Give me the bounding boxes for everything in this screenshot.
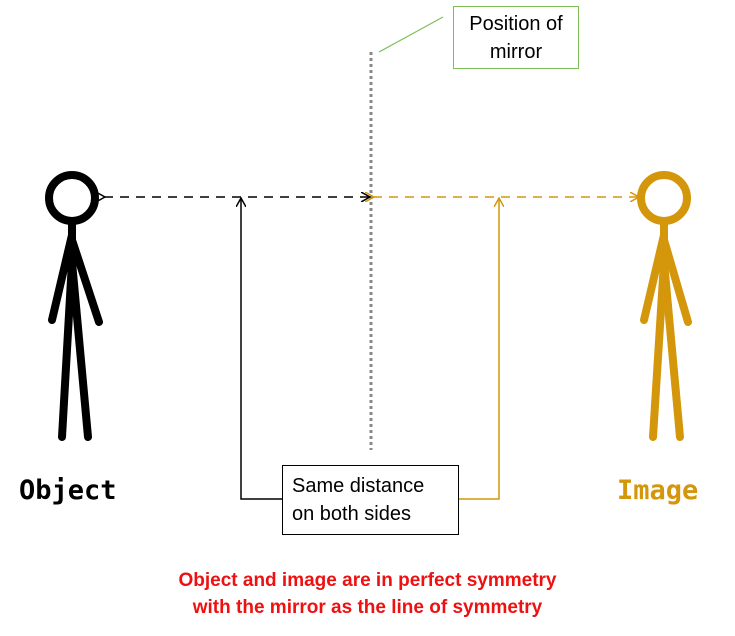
same-distance-label: Same distance on both sides <box>282 465 459 535</box>
image-label: Image <box>617 475 699 506</box>
image-figure <box>637 171 692 441</box>
mirror-position-label: Position of mirror <box>453 6 579 69</box>
mirror-callout-line <box>378 16 444 53</box>
mirror-label-line1: Position of <box>469 13 563 35</box>
object-distance-pointer <box>241 199 282 500</box>
distance-label-line2: on both sides <box>292 503 411 525</box>
image-distance-pointer <box>459 199 499 500</box>
caption-line1: Object and image are in perfect symmetry <box>178 570 557 591</box>
caption-line2: with the mirror as the line of symmetry <box>192 597 543 618</box>
object-figure <box>45 171 103 441</box>
object-label: Object <box>19 475 117 506</box>
mirror-label-line2: mirror <box>489 41 543 63</box>
symmetry-caption: Object and image are in perfect symmetry… <box>0 567 735 621</box>
distance-label-line1: Same distance <box>292 475 425 497</box>
